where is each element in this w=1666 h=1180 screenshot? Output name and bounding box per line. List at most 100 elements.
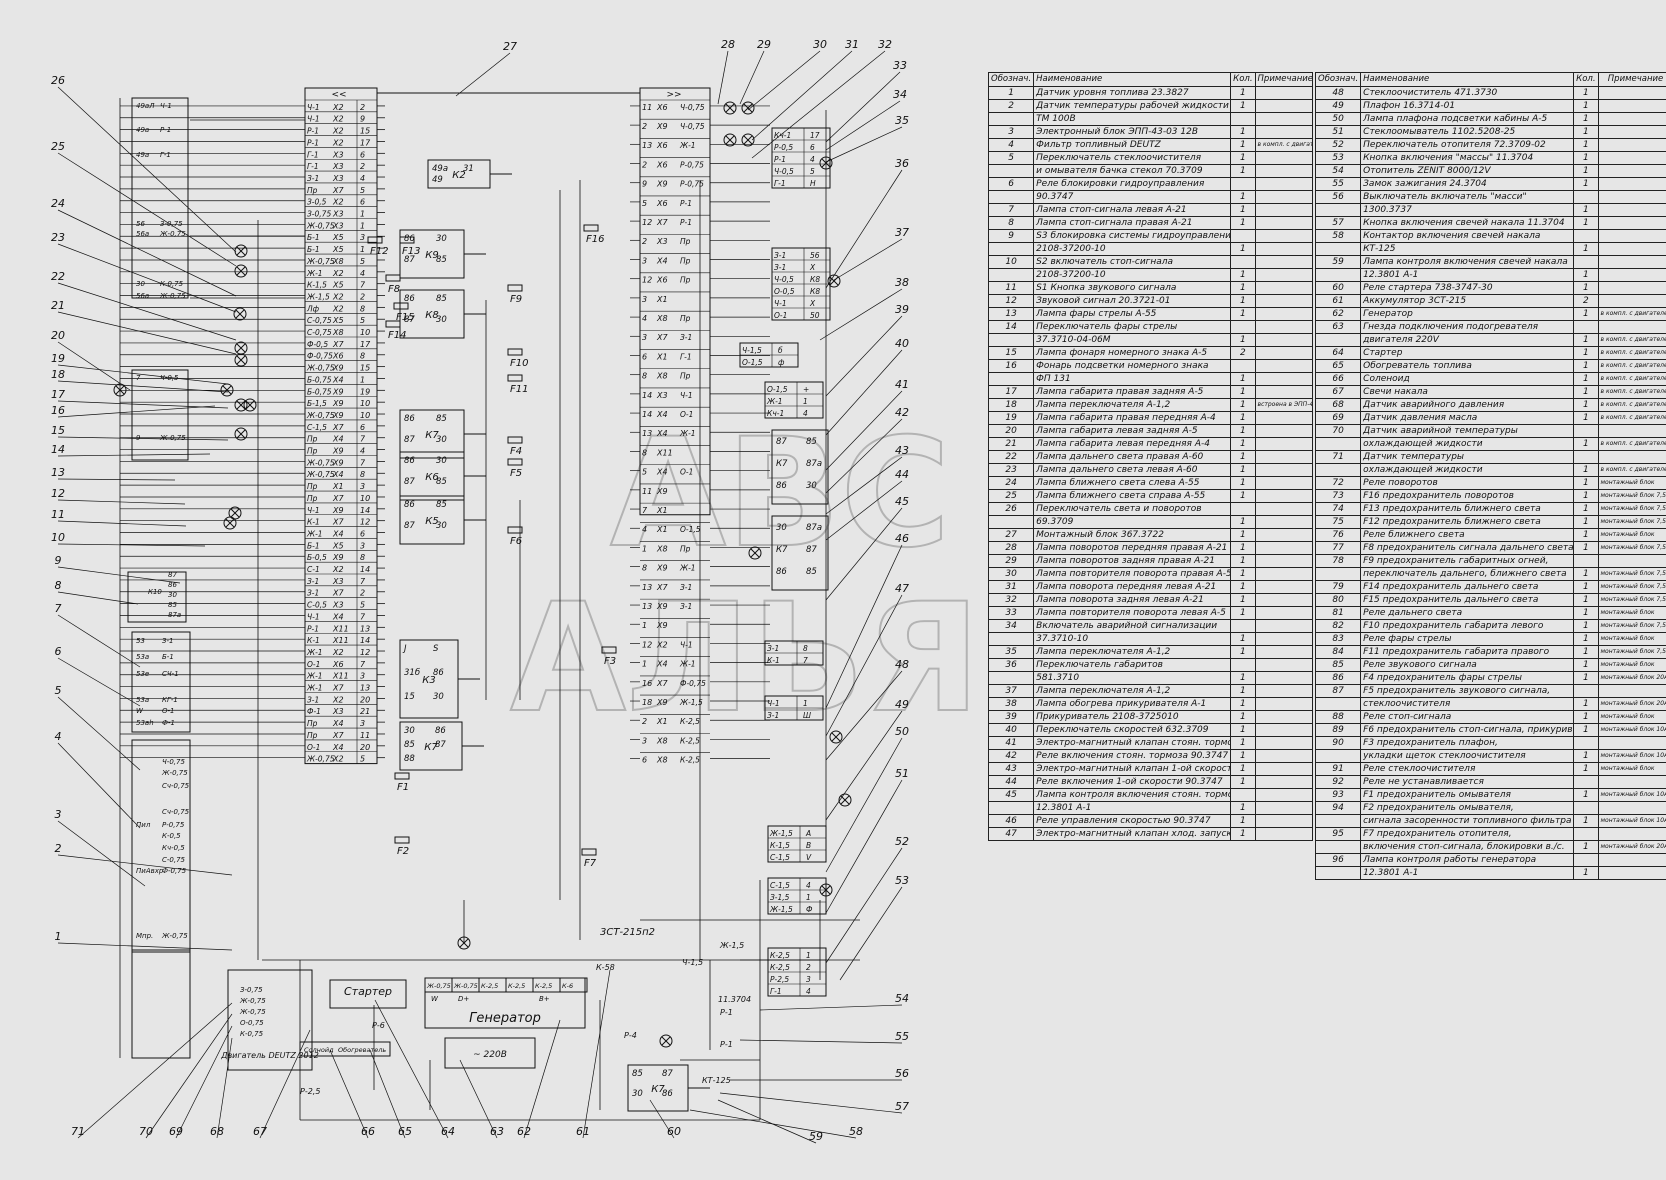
- legend-cell-no: 90: [1314, 736, 1362, 750]
- connector-id: X8: [656, 756, 668, 765]
- legend-cell-no: 85: [1314, 658, 1362, 672]
- pin-number: 13: [642, 429, 652, 438]
- legend-cell-qty: 1: [1230, 567, 1256, 581]
- lamp-cross: [821, 158, 831, 168]
- legend-cell-note: в компл. с двигателем: [1597, 411, 1666, 425]
- connector-id: X4: [656, 256, 668, 265]
- legend-cell-name: Реле поворотов: [1360, 476, 1575, 490]
- connector-wire-code: К-2,5: [770, 951, 790, 960]
- connector-label: 86: [168, 581, 177, 589]
- callout-number: 57: [895, 1100, 909, 1113]
- pin-number: 1: [642, 660, 647, 669]
- legend-cell-qty: 1: [1573, 164, 1599, 178]
- legend-cell-no: 82: [1314, 619, 1362, 633]
- legend-cell-no: [987, 164, 1035, 178]
- callout-number: 45: [895, 495, 909, 508]
- legend-cell-qty: 2: [1573, 294, 1599, 308]
- legend-cell-note: [1254, 736, 1313, 750]
- callout-leader: [57, 657, 141, 707]
- wire-code: Пр: [307, 186, 318, 195]
- legend-cell-qty: 1: [1230, 151, 1256, 165]
- pin-number: 7: [360, 612, 366, 621]
- lamp-cross: [743, 135, 753, 145]
- legend-cell-qty: 1: [1230, 593, 1256, 607]
- callout-number: 19: [51, 352, 65, 365]
- legend-cell-name: 12.3801 А-1: [1033, 801, 1232, 815]
- callout-number: 21: [51, 299, 65, 312]
- connector-id: X3: [332, 162, 344, 171]
- wire-code: Ж-0,75: [306, 257, 335, 266]
- callout-leader: [57, 696, 141, 771]
- legend-cell-no: 42: [987, 749, 1035, 763]
- wire-code: Пр: [680, 237, 691, 246]
- engine-pin: О-0,75: [240, 1019, 264, 1027]
- legend-cell-note: [1254, 658, 1313, 672]
- legend-cell-qty: 1: [1230, 398, 1256, 412]
- legend-cell-qty: 1: [1573, 489, 1599, 503]
- legend-cell-no: [1314, 814, 1362, 828]
- legend-cell-no: 62: [1314, 307, 1362, 321]
- legend-cell-no: 28: [987, 541, 1035, 555]
- wire-code: С-1,5: [307, 423, 327, 432]
- lamp-cross: [743, 103, 753, 113]
- legend-cell-name: Электро-магнитный клапан стоян. тормоза: [1033, 736, 1232, 750]
- wire-code: Ж-1: [679, 141, 696, 150]
- callout-number: 13: [51, 466, 65, 479]
- legend-cell-name: F5 предохранитель звукового сигнала,: [1360, 684, 1575, 698]
- legend-cell-note: в компл. с двигателем: [1597, 437, 1666, 451]
- legend-cell-qty: [1230, 619, 1256, 633]
- wire-code: Ф-1: [307, 707, 321, 716]
- legend-cell-qty: 1: [1230, 372, 1256, 386]
- connector-label: З-0,75: [160, 220, 183, 228]
- relay-pin: 85: [436, 414, 447, 424]
- legend-cell-no: 43: [987, 762, 1035, 776]
- fuse-label: F15: [396, 312, 414, 323]
- lamp-circle: [723, 133, 737, 147]
- legend-cell-note: в компл. с двигателем: [1597, 463, 1666, 477]
- pin-number: 1: [360, 375, 365, 384]
- relay-pin: 87: [662, 1069, 673, 1079]
- relay-к7: [399, 409, 465, 459]
- legend-cell-qty: 1: [1573, 86, 1599, 100]
- legend-cell-note: в компл. с двигателем: [1597, 333, 1666, 347]
- legend-cell-name: Лампа обогрева прикуривателя А-1: [1033, 697, 1232, 711]
- legend-cell-note: [1254, 242, 1313, 256]
- legend-cell-name: 12.3801 А-1: [1360, 268, 1575, 282]
- legend-cell-note: в компл. с двигателем: [1254, 138, 1313, 152]
- legend-cell-name: Переключатель габаритов: [1033, 658, 1232, 672]
- legend-cell-name: F9 предохранитель габаритных огней,: [1360, 554, 1575, 568]
- legend-cell-note: в компл. с двигателем: [1597, 346, 1666, 360]
- callout-leader: [57, 566, 181, 584]
- wire-code: Пр: [680, 276, 691, 285]
- callout-number: 17: [51, 388, 65, 401]
- legend-cell-name: Реле стартера 738-3747-30: [1360, 281, 1575, 295]
- legend-cell-no: 63: [1314, 320, 1362, 334]
- mounting-block-right: [639, 87, 711, 516]
- legend-cell-note: монтажный блок: [1597, 476, 1666, 490]
- legend-cell-note: монтажный блок 10А: [1597, 749, 1666, 763]
- connector-pin: +: [803, 385, 809, 394]
- relay-pin: 30: [404, 726, 415, 736]
- legend-cell-qty: [1573, 229, 1599, 243]
- legend-cell-no: 94: [1314, 801, 1362, 815]
- fuse-label: F12: [370, 246, 388, 257]
- lamp-circle: [223, 516, 237, 530]
- legend-cell-note: [1254, 476, 1313, 490]
- lamp-circle: [457, 936, 471, 950]
- connector-id: X2: [332, 695, 344, 704]
- callout-number: 30: [813, 38, 827, 51]
- connector-label: 53а: [136, 653, 149, 661]
- relay-pin: 85: [806, 567, 817, 577]
- lamp-cross: [750, 548, 760, 558]
- lamp-cross: [459, 938, 469, 948]
- connector-label: 49а: [136, 126, 149, 134]
